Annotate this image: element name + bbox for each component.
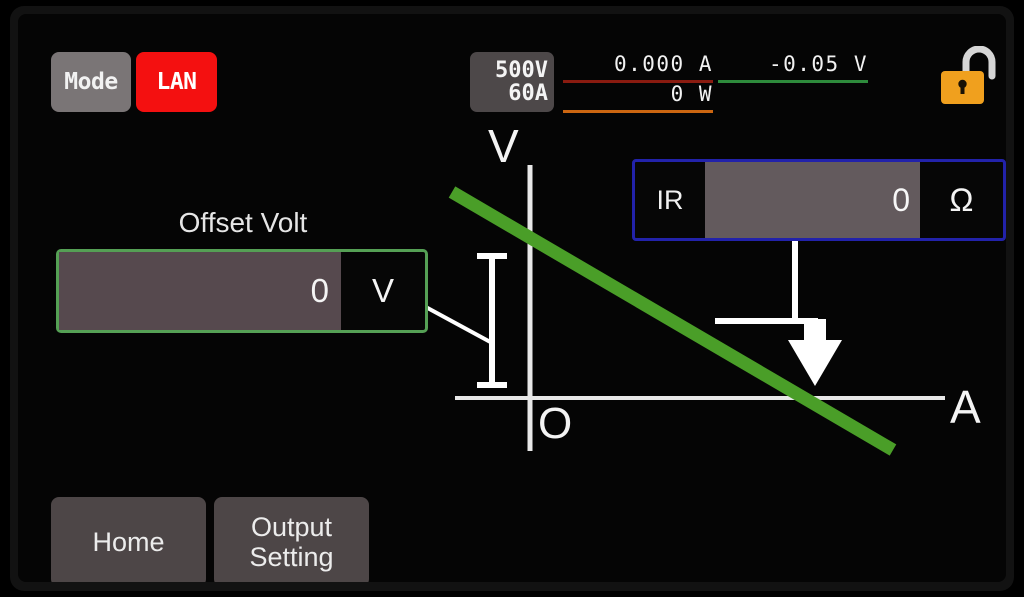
home-button[interactable]: Home: [51, 497, 206, 582]
voltage-readout: -0.05 V: [768, 52, 868, 76]
voltage-readout-underline: [718, 80, 868, 83]
ir-field[interactable]: IR 0 Ω: [632, 159, 1006, 241]
device-screen: Mode LAN 500V 60A 0.000 A -0.05 V 0 W: [18, 14, 1006, 582]
ir-label: IR: [656, 184, 684, 215]
a-axis-label: A: [950, 381, 981, 433]
v-axis-label: V: [488, 120, 519, 172]
offset-volt-field[interactable]: 0 V: [56, 249, 428, 333]
offset-volt-label: Offset Volt: [178, 207, 308, 238]
output-setting-line2: Setting: [249, 542, 334, 572]
ir-unit: Ω: [949, 181, 974, 218]
current-readout: 0.000 A: [613, 52, 713, 76]
ir-input[interactable]: 0: [705, 162, 920, 238]
ir-slope-indicator: [715, 226, 842, 386]
unlocked-padlock-icon[interactable]: [938, 46, 998, 108]
offset-volt-indicator: [477, 253, 507, 388]
range-current: 60A: [508, 81, 548, 106]
power-readout: 0 W: [670, 82, 713, 106]
offset-volt-unit: V: [371, 272, 394, 309]
output-setting-line1: Output: [250, 511, 333, 542]
range-voltage: 500V: [495, 57, 548, 83]
range-indicator: 500V 60A: [470, 52, 554, 112]
mode-button[interactable]: Mode: [51, 52, 131, 112]
output-setting-button-label: Output Setting: [249, 512, 333, 572]
offset-volt-input[interactable]: 0: [59, 252, 341, 330]
lan-status-button[interactable]: LAN: [136, 52, 217, 112]
home-button-label: Home: [92, 526, 165, 557]
current-readout-underline: [563, 80, 713, 83]
power-readout-underline: [563, 110, 713, 113]
output-setting-button[interactable]: Output Setting: [214, 497, 369, 582]
origin-label: O: [538, 399, 573, 448]
